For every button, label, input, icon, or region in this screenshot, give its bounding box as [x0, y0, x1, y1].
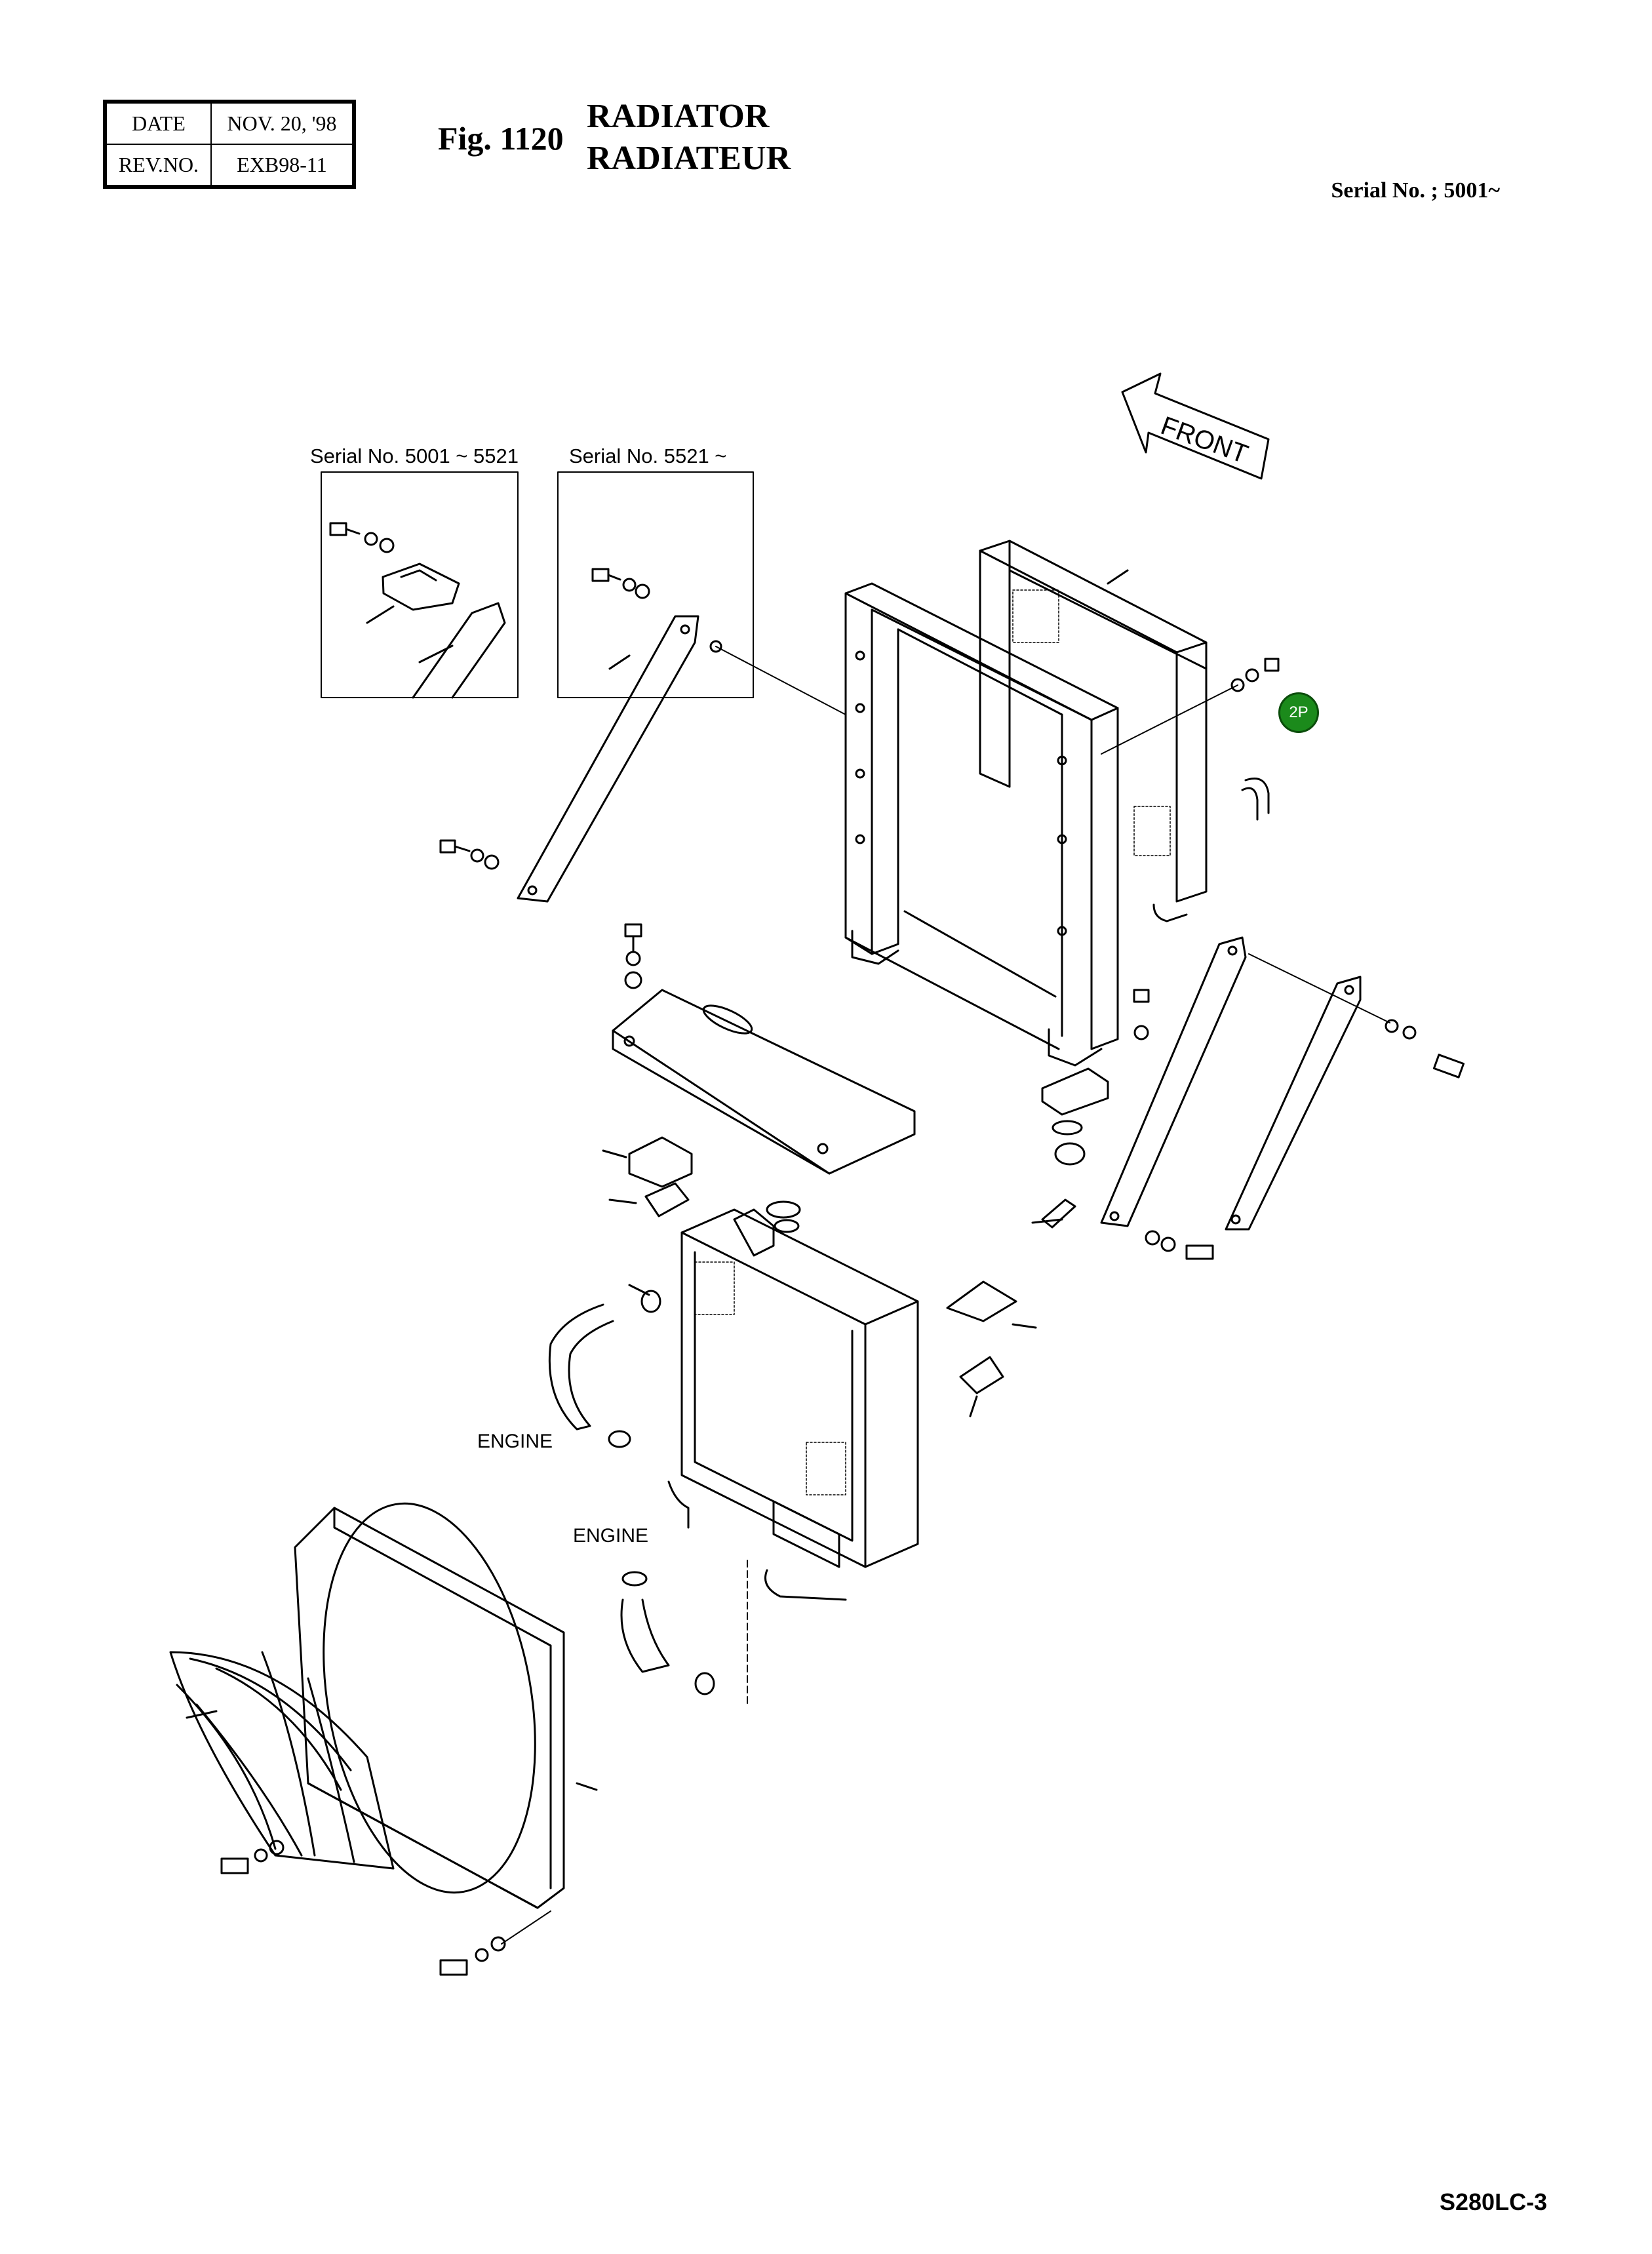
- serial-number-range: Serial No. ; 5001~: [1331, 178, 1500, 203]
- inset-right-serial-label: Serial No. 5521 ~: [569, 445, 727, 467]
- hardware-right-stack: [1032, 990, 1149, 1227]
- part-badge-2p[interactable]: 2P: [1278, 692, 1319, 733]
- small-brackets-left: [603, 1137, 692, 1216]
- small-brackets-right: [947, 1282, 1036, 1416]
- inset-left-serial-label: Serial No. 5001 ~ 5521: [310, 445, 519, 467]
- front-arrow-label: FRONT: [1157, 411, 1252, 469]
- strap-left: [441, 616, 698, 901]
- figure-title-french: RADIATEUR: [587, 140, 791, 177]
- hardware-top-right: [1101, 659, 1278, 820]
- stay-rods-right: [1101, 938, 1464, 1259]
- radiator-core: [669, 1202, 918, 1600]
- engine-label-lower: ENGINE: [573, 1525, 649, 1547]
- date-value: NOV. 20, '98: [210, 102, 353, 145]
- rev-label: REV.NO.: [106, 144, 212, 186]
- engine-label-upper: ENGINE: [477, 1431, 553, 1452]
- oil-cooler: [980, 541, 1206, 921]
- revision-info-box: DATE NOV. 20, '98 REV.NO. EXB98-11: [103, 100, 356, 189]
- inset-box-right: [558, 472, 846, 715]
- figure-number: Fig. 1120: [438, 120, 564, 157]
- front-arrow: FRONT: [1122, 374, 1268, 479]
- inset-box-left: [321, 472, 518, 698]
- rev-value: EXB98-11: [210, 144, 353, 186]
- date-label: DATE: [106, 102, 212, 145]
- hardware-bottom: [222, 1841, 551, 1975]
- hose-upper: [549, 1285, 660, 1447]
- fan-shroud: [295, 1487, 597, 1910]
- model-number: S280LC-3: [1440, 2188, 1548, 2215]
- fan-guard: [170, 1652, 393, 1868]
- upper-bracket-plate: [613, 924, 914, 1174]
- radiator-frame: [846, 583, 1118, 1065]
- hose-lower: [621, 1560, 747, 1705]
- figure-title-english: RADIATOR: [587, 98, 770, 135]
